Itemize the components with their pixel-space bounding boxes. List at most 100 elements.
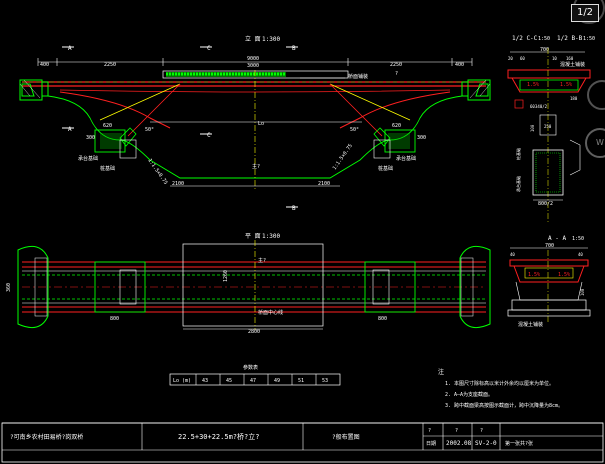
pier-right-label-0: 承台基础	[396, 155, 416, 162]
title-section-name: ?般布置图	[332, 433, 360, 441]
title-date-label: 日期	[426, 441, 436, 447]
note-line-2: 3. 跨中截面梁高按图示截面计，跨中沉降量为8cm。	[445, 402, 563, 409]
plan-view: 平 面 1:300 主?	[6, 233, 491, 335]
pier-left-label-1: 桩基础	[100, 165, 115, 172]
section-mark-b-top: B	[292, 45, 296, 52]
dim-elev-4: 400	[455, 62, 464, 68]
slope-left: 1:1.5×0.75	[146, 158, 168, 186]
notes: 注 1. 本图尺寸除标高以米计外余均以厘米为单位。 2. A—A为支座截面。 3…	[438, 368, 563, 409]
plan-title: 平 面	[245, 233, 261, 240]
plan-bottom-right: 800	[378, 316, 387, 322]
section-aa-dim-1: 40	[510, 252, 515, 257]
pier-right-dim-0: 620	[392, 123, 401, 129]
param-table-header: Lo (m)	[173, 378, 191, 384]
title-mark-value-2: ?	[480, 428, 483, 434]
section-cb-dim-9: 180	[570, 96, 578, 101]
viewer-side-control-circle[interactable]	[587, 80, 605, 110]
section-cb-dim-11: 100	[530, 124, 535, 132]
dim-elev-3: 2250	[390, 62, 402, 68]
section-cb-label-2: 承台基础	[515, 176, 521, 192]
section-cb-title2: 1/2 B-B	[557, 35, 583, 42]
page-indicator[interactable]: 1/2	[571, 4, 599, 22]
angle-left: 50°	[145, 127, 154, 133]
label-deck-paving: 桥面铺装	[348, 73, 368, 80]
section-cb-dim-8: 340/2	[535, 104, 548, 109]
section-cb-label-1: 桩基础	[515, 148, 521, 160]
section-aa: A - A 1:50 700 40 40 1.5% 1.5% 混凝土铺装 100	[507, 235, 591, 328]
title-drawing-name: 22.5+30+22.5m?桥?立?	[178, 432, 259, 441]
dim-elev-1: 2250	[104, 62, 116, 68]
parameter-table: 参数表 Lo (m) 43 45 47 49 51 53	[169, 364, 341, 386]
pier-left-dim-0: 620	[103, 123, 112, 129]
viewer-side-button[interactable]: W	[585, 128, 605, 158]
elevation-title: 立 面	[245, 35, 261, 43]
section-cb-dim-4: 160	[566, 56, 574, 61]
pier-right-dim-2: 300	[417, 135, 426, 141]
dim-elev-2: 9000	[247, 56, 259, 62]
section-cc-bb: 1/2 C-C 1:50 1/2 B-B 1:50 700 20 60 10 1…	[507, 35, 595, 222]
section-mark-c-top: C	[207, 45, 211, 52]
slope-right: 1:1.5×0.75	[332, 143, 354, 171]
section-cb-dim-3: 10	[552, 56, 557, 61]
param-value-3: 49	[274, 378, 280, 384]
section-aa-slope-right: 1.5%	[558, 272, 570, 278]
label-top-right: ?	[395, 71, 398, 77]
pier-left-dim-2: 300	[86, 135, 95, 141]
section-aa-label: 混凝土铺装	[518, 321, 543, 328]
section-aa-title: A - A	[548, 235, 566, 242]
param-value-1: 45	[226, 378, 232, 384]
bottom-dim-right: 2100	[318, 181, 330, 187]
note-line-0: 1. 本图尺寸除标高以米计外余均以厘米为单位。	[445, 380, 554, 387]
section-aa-scale: 1:50	[572, 236, 584, 242]
span-label: Lo	[258, 121, 264, 127]
title-project: ?可南乡农村田易桥?岗双桥	[10, 433, 83, 441]
param-value-5: 53	[322, 378, 328, 384]
section-cb-scale: 1:50	[538, 36, 550, 42]
title-drawing-no: SV-2-0	[475, 440, 497, 447]
elevation-scale: 1:300	[262, 36, 280, 43]
title-mark-label: ?	[428, 428, 431, 434]
section-cb-dim-2: 60	[520, 56, 525, 61]
section-aa-dim-2: 40	[578, 252, 583, 257]
plan-mid-2: 1260	[223, 270, 229, 282]
plan-width: 2800	[248, 329, 260, 335]
pier-right: 620 300 承台基础 桩基础	[373, 123, 426, 172]
center-label: 主?	[252, 163, 260, 170]
plan-mid-0: 主?	[258, 257, 266, 264]
dim-elev-middle: 3000	[247, 63, 259, 69]
plan-center-mark: 桥面中心线	[258, 309, 283, 316]
elevation-view: 立 面 1:300 A A C C B B 400 2250 9000 3000…	[19, 35, 491, 212]
param-value-2: 47	[250, 378, 256, 384]
title-mark-value: ?	[455, 428, 458, 434]
param-table-title: 参数表	[243, 364, 258, 371]
plan-scale: 1:300	[262, 233, 280, 240]
section-cb-scale2: 1:50	[583, 36, 595, 42]
section-cb-slope-left: 1.5%	[527, 82, 539, 88]
bottom-dim-left: 2100	[172, 181, 184, 187]
section-cb-dim-1: 20	[508, 56, 513, 61]
pier-left-label-0: 承台基础	[78, 155, 98, 162]
plan-bottom-left: 800	[110, 316, 119, 322]
param-value-0: 43	[202, 378, 208, 384]
section-mark-a-top: A	[68, 45, 72, 52]
title-date: 2002.08	[446, 440, 472, 447]
note-line-1: 2. A—A为支座截面。	[445, 391, 493, 398]
title-block: ?可南乡农村田易桥?岗双桥 22.5+30+22.5m?桥?立? ?般布置图 ?…	[1, 422, 604, 463]
section-cb-dim-0: 700	[540, 47, 549, 53]
section-cb-dim-12: 250	[544, 124, 552, 129]
plan-left-dim: 360	[6, 283, 12, 292]
angle-right: 50°	[350, 127, 359, 133]
section-cb-title: 1/2 C-C	[512, 35, 538, 42]
section-aa-dim-5: 100	[580, 288, 585, 296]
section-cb-dim-7: 60	[530, 104, 535, 109]
pier-left: 620 300 承台基础 桩基础	[78, 123, 137, 172]
param-value-4: 51	[298, 378, 304, 384]
title-sheet: 第一张共?张	[505, 440, 533, 447]
section-cb-bottom: 800/2	[538, 201, 553, 207]
section-aa-dim-0: 700	[545, 243, 554, 249]
pier-right-label-1: 桩基础	[378, 165, 393, 172]
dim-elev-0: 400	[40, 62, 49, 68]
notes-heading: 注	[438, 368, 444, 376]
section-cb-slope-right: 1.5%	[560, 82, 572, 88]
